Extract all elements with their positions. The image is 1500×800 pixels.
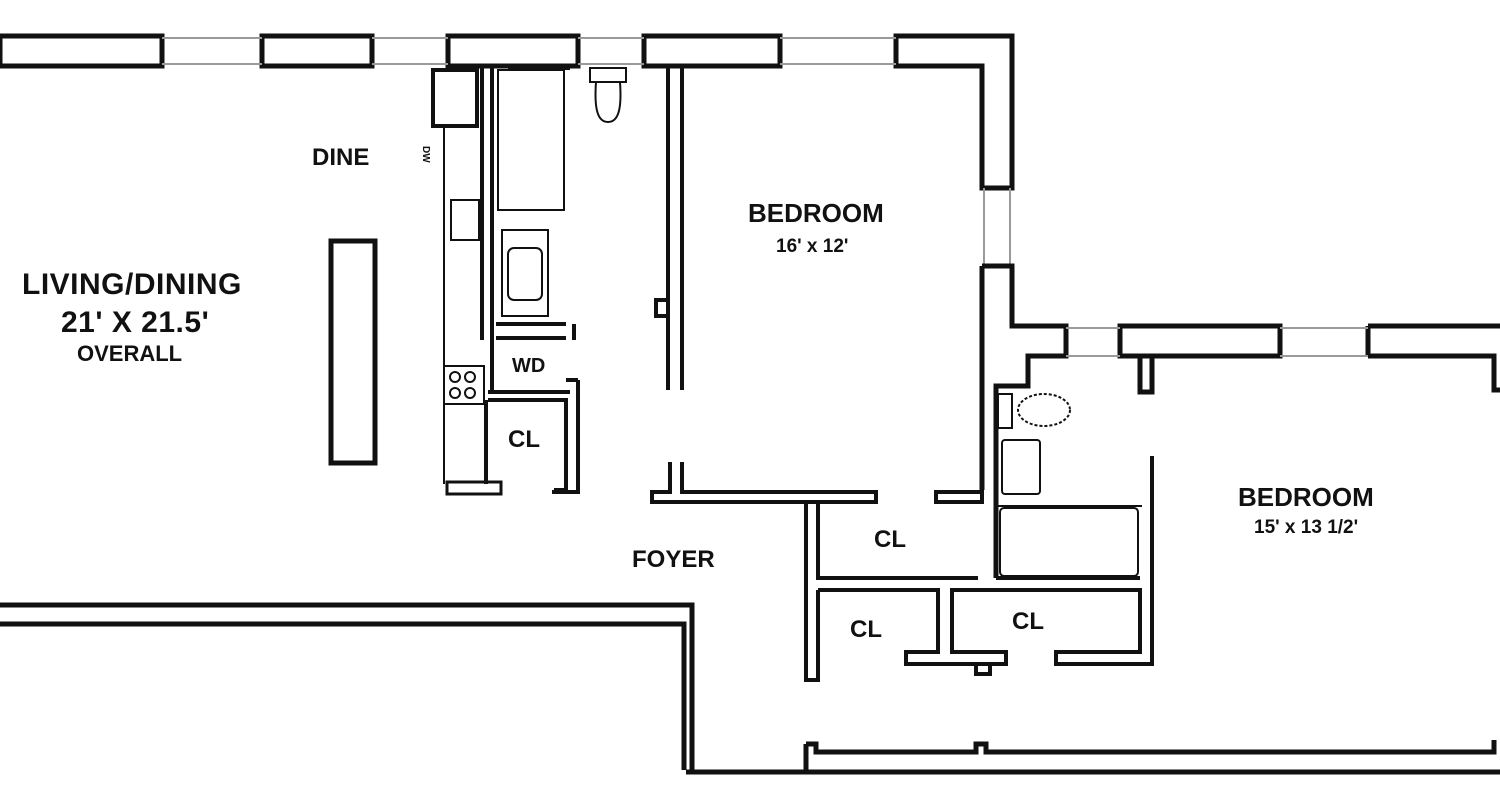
windows-top (162, 37, 1011, 266)
room-label-closet-kitchen: CL (508, 426, 540, 453)
kitchen-island (328, 238, 378, 466)
bath1-fixtures (497, 67, 627, 317)
room-label-bedroom-2: BEDROOM (1238, 482, 1374, 512)
room-note-living-dining: OVERALL (77, 341, 183, 366)
bedroom1-walls (650, 66, 984, 504)
windows-right (1066, 327, 1368, 357)
room-dimensions-bedroom-1: 16' x 12' (776, 236, 849, 257)
room-dimensions-living-dining: 21' X 21.5' (61, 306, 210, 339)
interior-walls-kitchen (480, 66, 580, 494)
room-label-closet-hall-lower-left: CL (850, 616, 882, 643)
exterior-wall-bottom (0, 602, 1500, 775)
bath2-fixtures (996, 393, 1142, 577)
stove-burners (449, 371, 476, 399)
kitchen (431, 68, 503, 496)
dishwasher-label: DW (420, 146, 431, 163)
closets (804, 456, 1154, 682)
room-label-dine: DINE (312, 144, 370, 171)
room-label-closet-hall-lower-right: CL (1012, 608, 1044, 635)
room-label-wd: WD (512, 355, 546, 377)
exterior-wall-top (0, 33, 1015, 191)
room-label-living-dining: LIVING/DINING (22, 268, 242, 301)
room-dimensions-bedroom-2: 15' x 13 1/2' (1254, 517, 1359, 538)
room-label-bedroom-1: BEDROOM (748, 198, 884, 228)
room-label-closet-hall-upper: CL (874, 526, 906, 553)
room-label-foyer: FOYER (632, 546, 715, 573)
